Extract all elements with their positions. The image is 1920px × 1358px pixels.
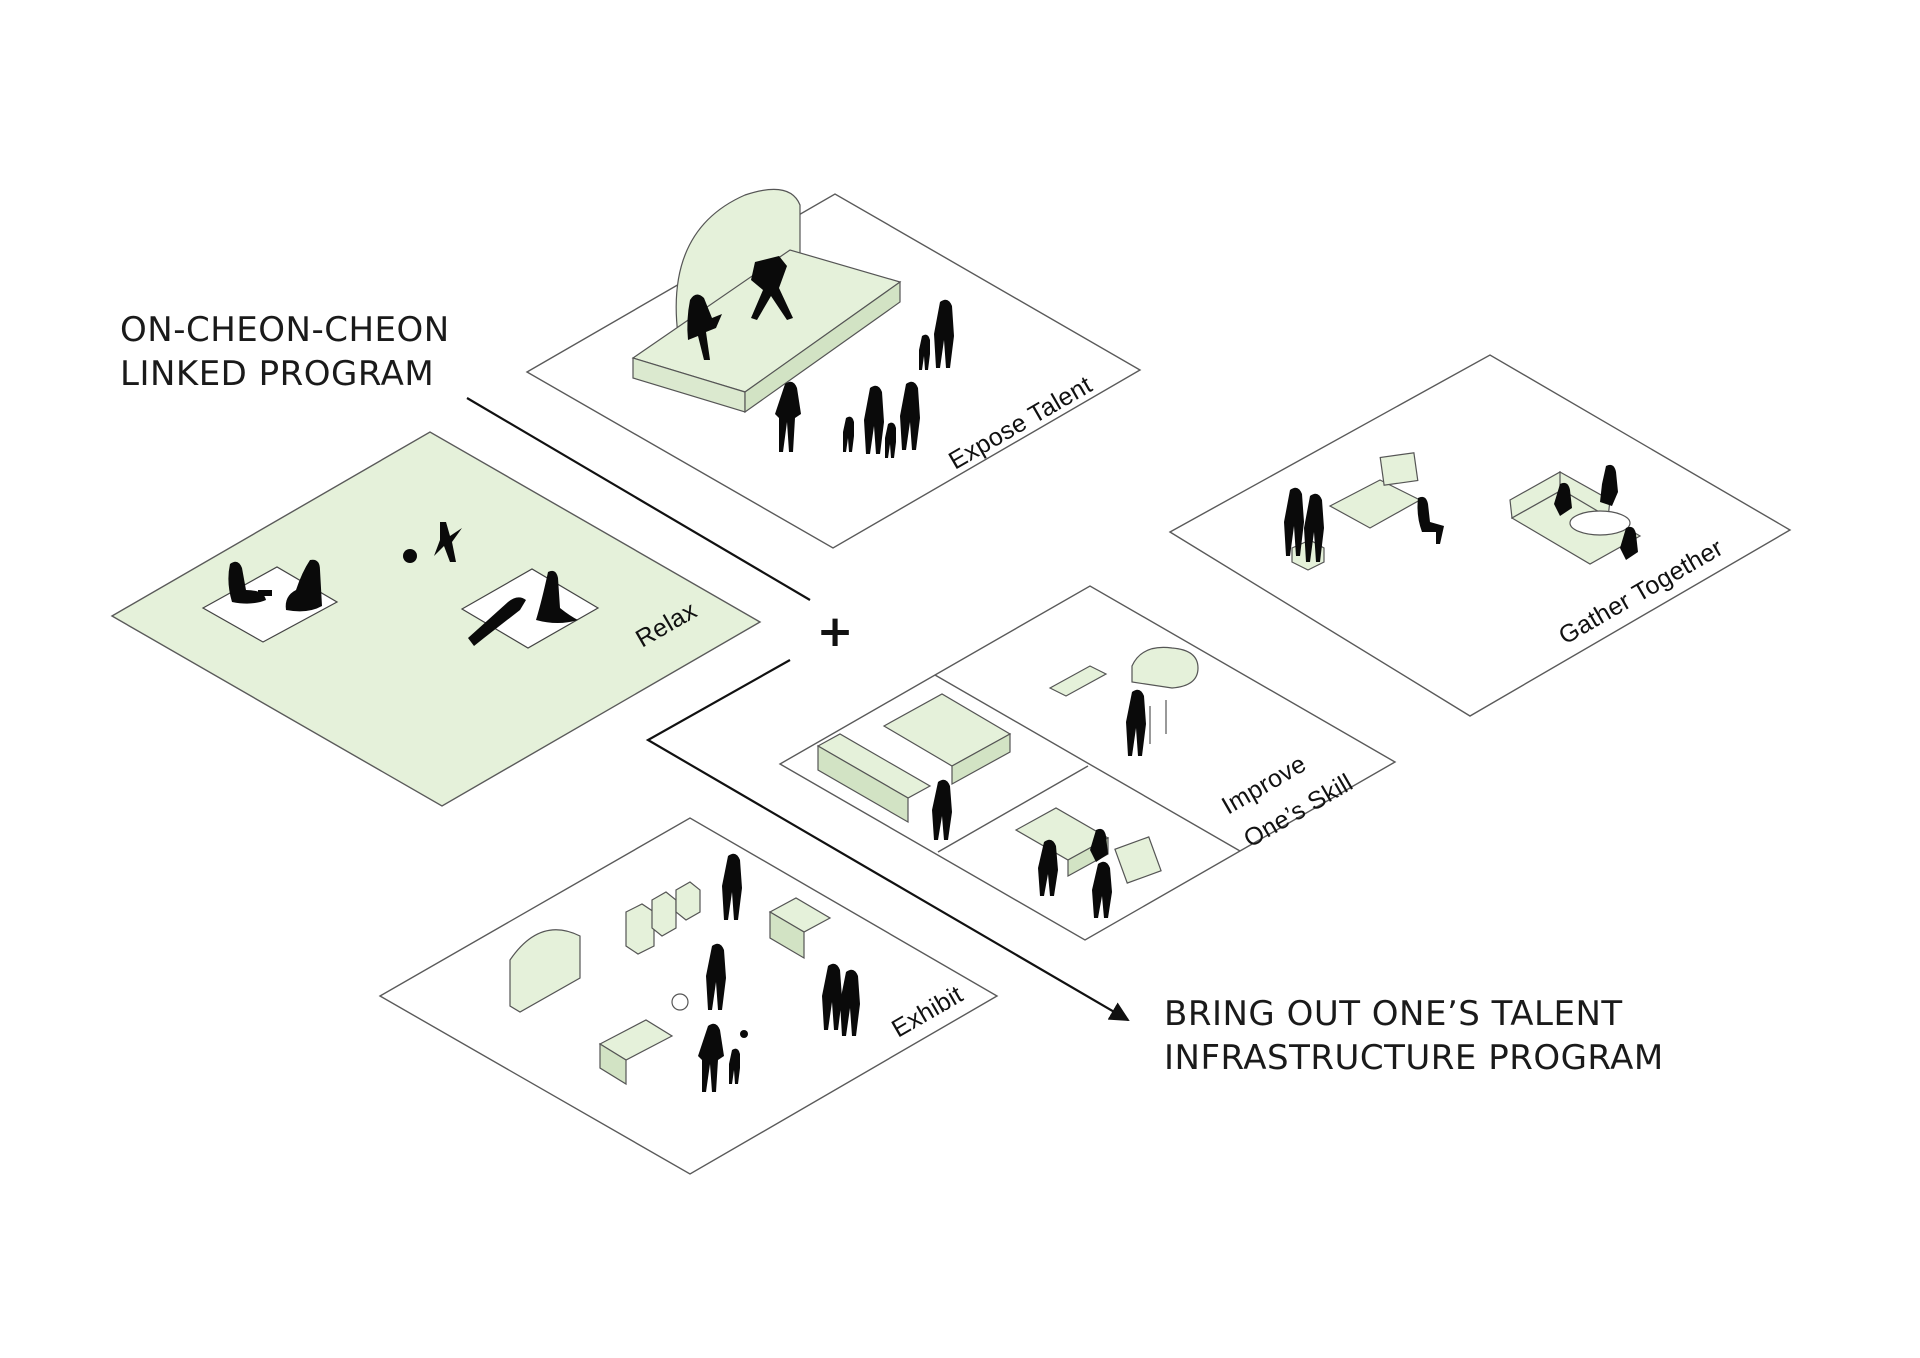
improve-skill-person-lounge [1038, 839, 1058, 896]
linked-program-heading-line-1: ON-CHEON-CHEON [120, 310, 450, 350]
expose-talent-audience-child-1 [919, 334, 930, 370]
plate-expose-talent: Expose Talent [525, 188, 1142, 549]
expose-talent-audience-adult-2 [775, 381, 801, 452]
exhibit-visitor-4 [840, 969, 860, 1036]
relax-cup [258, 590, 272, 596]
gather-together-floor [1168, 354, 1792, 717]
plus-symbol: + [817, 606, 854, 657]
gather-together-standing-person-1 [1284, 487, 1304, 556]
relax-sitting-person-1 [228, 561, 266, 604]
expose-talent-stage-side [744, 280, 901, 414]
relax-sitting-person-2 [285, 559, 322, 612]
improve-skill-divider-2 [937, 765, 1089, 853]
expose-talent-audience-child-3 [885, 422, 896, 458]
infrastructure-program-heading-line-2: INFRASTRUCTURE PROGRAM [1164, 1038, 1664, 1078]
connector-plus-to-infrastructure [645, 659, 1130, 1021]
infrastructure-program-heading: BRING OUT ONE’S TALENT INFRASTRUCTURE PR… [1164, 992, 1664, 1080]
expose-talent-floor [525, 193, 1142, 549]
expose-talent-guitarist [687, 294, 722, 360]
plate-improve-skill: Improve One’s Skill [778, 585, 1397, 941]
relax-ball [403, 549, 417, 563]
expose-talent-audience-adult-1 [934, 299, 954, 368]
improve-skill-grand-piano [1131, 646, 1199, 689]
gather-together-seated-person-4 [1620, 526, 1638, 560]
relax-reading-person [536, 570, 578, 623]
exhibit-visitor-3 [822, 963, 842, 1030]
connector-linked-to-plus [466, 397, 811, 601]
expose-talent-audience-adult-3 [864, 385, 884, 454]
expose-talent-audience-adult-4 [900, 381, 920, 450]
plate-exhibit: Exhibit [378, 817, 999, 1175]
improve-skill-sofa-u-1-side [951, 732, 1011, 786]
linked-program-heading: ON-CHEON-CHEON LINKED PROGRAM [120, 308, 450, 396]
exhibit-floor [378, 817, 999, 1175]
improve-skill-person-counter [932, 779, 952, 840]
exhibit-visitor-2 [706, 943, 726, 1010]
improve-skill-keyboard [1048, 665, 1108, 697]
improve-skill-divider-1 [934, 674, 1241, 852]
gather-together-seated-person-3 [1554, 482, 1572, 516]
gather-together-seated-person-1 [1417, 496, 1444, 544]
infrastructure-program-heading-line-1: BRING OUT ONE’S TALENT [1164, 994, 1623, 1034]
exhibit-display-table-1-front [769, 910, 805, 960]
improve-skill-musician [1126, 689, 1146, 756]
gather-together-standing-person-2 [1304, 493, 1324, 562]
exhibit-balloon [740, 1030, 748, 1038]
improve-skill-counter-front [817, 744, 909, 824]
exhibit-sign [671, 993, 689, 1011]
expose-talent-stage-backdrop [675, 188, 801, 336]
exhibit-visitor-adult [698, 1023, 724, 1092]
improve-skill-person-seated [1090, 828, 1108, 862]
exhibit-pedestal-1 [625, 903, 655, 955]
plate-gather-together: Gather Together [1168, 354, 1792, 717]
gather-together-coffee-table [1569, 510, 1631, 536]
gather-together-seated-person-2 [1600, 464, 1618, 506]
relax-lying-person [468, 597, 526, 646]
exhibit-visitor-1 [722, 853, 742, 920]
exhibit-visitor-child [729, 1048, 740, 1084]
plate-relax: Relax [110, 431, 762, 807]
gather-together-screen [1379, 452, 1419, 486]
exhibit-pedestal-3 [675, 881, 701, 921]
exhibit-display-table-2-front [599, 1042, 627, 1086]
expose-talent-audience-child-2 [843, 416, 854, 452]
exhibit-pedestal-2 [651, 891, 677, 937]
relax-jumping-child [434, 522, 462, 562]
improve-skill-whiteboard [1114, 836, 1162, 884]
expose-talent-dancer [751, 256, 793, 320]
improve-skill-teacher [1092, 861, 1112, 918]
relax-floor [110, 431, 762, 807]
linked-program-heading-line-2: LINKED PROGRAM [120, 354, 435, 394]
exhibit-curved-display [509, 929, 581, 1013]
